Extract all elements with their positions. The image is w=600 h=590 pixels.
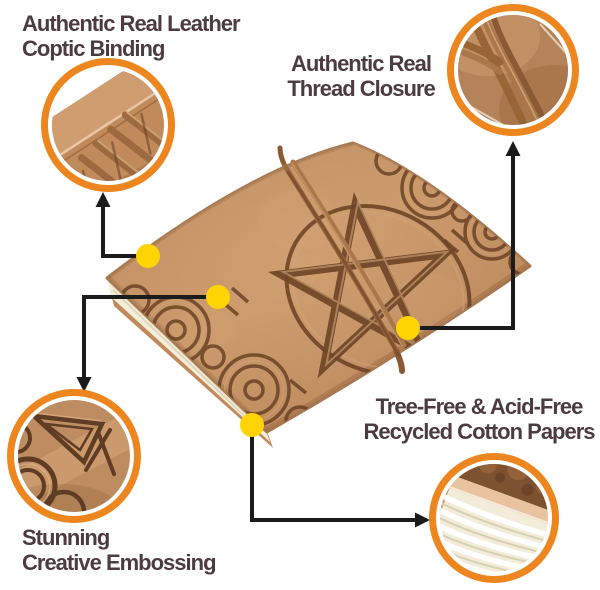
callout-label-line2: Creative Embossing <box>22 550 217 575</box>
marker-dots <box>136 244 420 437</box>
callout-photo-creative-embossing <box>7 389 141 523</box>
callout-ring-thread-closure <box>447 4 579 136</box>
callout-label-line1: Stunning <box>22 525 110 550</box>
callout-label-line2: Thread Closure <box>287 76 435 101</box>
marker-dot-embossing <box>206 285 230 309</box>
callout-label-recycled-papers: Tree-Free & Acid-Free Recycled Cotton Pa… <box>357 394 600 444</box>
arrow-embossing <box>82 295 218 377</box>
callout-ring-coptic-binding <box>41 58 175 192</box>
callout-label-line2: Coptic Binding <box>22 36 165 61</box>
marker-dot-papers <box>240 413 264 437</box>
callout-label-line1: Authentic Real <box>290 51 432 76</box>
callout-label-thread-closure: Authentic Real Thread Closure <box>246 51 476 101</box>
arrowhead-right-papers <box>415 512 430 528</box>
arrow-coptic-binding <box>101 206 148 258</box>
marker-dot-coptic-binding <box>136 244 160 268</box>
journal-photo <box>105 141 532 448</box>
closure-cord <box>277 145 407 374</box>
callout-ring-creative-embossing <box>7 389 141 523</box>
callout-ring-recycled-papers <box>429 453 559 583</box>
arrow-papers <box>250 425 415 522</box>
callout-label-coptic-binding: Authentic Real Leather Coptic Binding <box>22 11 241 61</box>
callout-label-creative-embossing: Stunning Creative Embossing <box>22 525 217 575</box>
arrowhead-up-coptic <box>95 192 111 207</box>
callout-photo-coptic-binding <box>41 58 175 192</box>
callout-label-line2: Recycled Cotton Papers <box>363 419 595 444</box>
arrow-heads <box>76 141 521 528</box>
arrowhead-down-embossing <box>76 377 92 392</box>
marker-dot-thread-closure <box>396 316 420 340</box>
callout-label-line1: Authentic Real Leather <box>22 11 241 36</box>
callout-arrows <box>82 156 515 522</box>
callout-label-line1: Tree-Free & Acid-Free <box>375 394 584 419</box>
arrow-thread-closure <box>408 156 515 330</box>
arrowhead-up-thread <box>505 141 521 156</box>
